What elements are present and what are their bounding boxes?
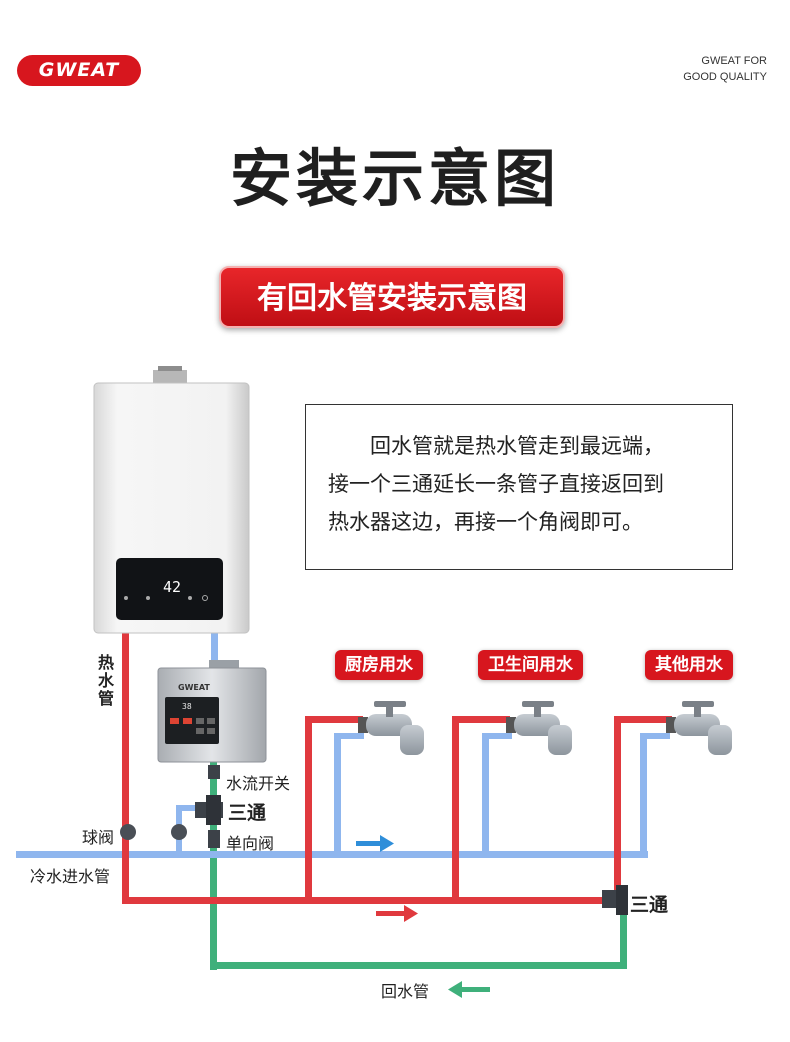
flow-switch-label: 水流开关 <box>226 774 291 793</box>
tee-right-label: 三通 <box>630 894 669 916</box>
tee-label: 三通 <box>228 802 267 824</box>
outlet-bathroom-label: 卫生间用水 <box>478 650 583 680</box>
diagram-subtitle-badge: 有回水管安装示意图 <box>219 266 565 328</box>
faucet-kitchen <box>358 701 424 755</box>
heater-display-readout: 42 <box>163 578 181 596</box>
faucet-bathroom <box>506 701 572 755</box>
flow-switch-fitting <box>208 765 220 779</box>
description-line-1: 回水管就是热水管走到最远端， <box>370 434 664 458</box>
water-heater: 42 <box>93 366 250 634</box>
tagline-line-2: GOOD QUALITY <box>683 71 767 83</box>
ball-valve-hot <box>120 824 136 840</box>
tee-fitting <box>195 795 223 825</box>
cold-flow-arrow <box>356 835 394 852</box>
ball-valve-label: 球阀 <box>82 828 115 847</box>
tee-fitting-right <box>602 885 628 915</box>
faucet-other <box>666 701 732 755</box>
circulation-pump-controller: GWEAT 38 <box>157 660 267 763</box>
hot-pipe-lines <box>122 632 672 904</box>
hot-flow-arrow <box>376 905 418 922</box>
check-valve-fitting <box>208 830 220 848</box>
hot-pipe-label: 热水管 <box>97 653 114 708</box>
return-flow-arrow <box>448 981 490 998</box>
brand-logo: GWEAT <box>17 55 141 86</box>
ball-valve-cold <box>171 824 187 840</box>
return-pipe-lines <box>210 760 627 970</box>
pump-brand: GWEAT <box>178 683 210 692</box>
heater-control-panel <box>116 558 223 620</box>
tagline-line-1: GWEAT FOR <box>701 55 767 67</box>
description-line-2: 接一个三通延长一条管子直接返回到 <box>328 472 664 496</box>
pump-display-readout: 38 <box>182 702 192 711</box>
description-line-3: 热水器这边，再接一个角阀即可。 <box>328 510 643 534</box>
page-title: 安装示意图 <box>229 142 560 215</box>
outlet-other-label: 其他用水 <box>645 650 733 680</box>
cold-inlet-label: 冷水进水管 <box>30 867 111 886</box>
check-valve-label: 单向阀 <box>226 834 275 853</box>
outlet-kitchen-label: 厨房用水 <box>335 650 423 680</box>
return-pipe-label: 回水管 <box>381 982 430 1001</box>
description-box: 回水管就是热水管走到最远端， 接一个三通延长一条管子直接返回到 热水器这边，再接… <box>305 404 733 570</box>
brand-tagline: GWEAT FOR GOOD QUALITY <box>683 53 767 85</box>
